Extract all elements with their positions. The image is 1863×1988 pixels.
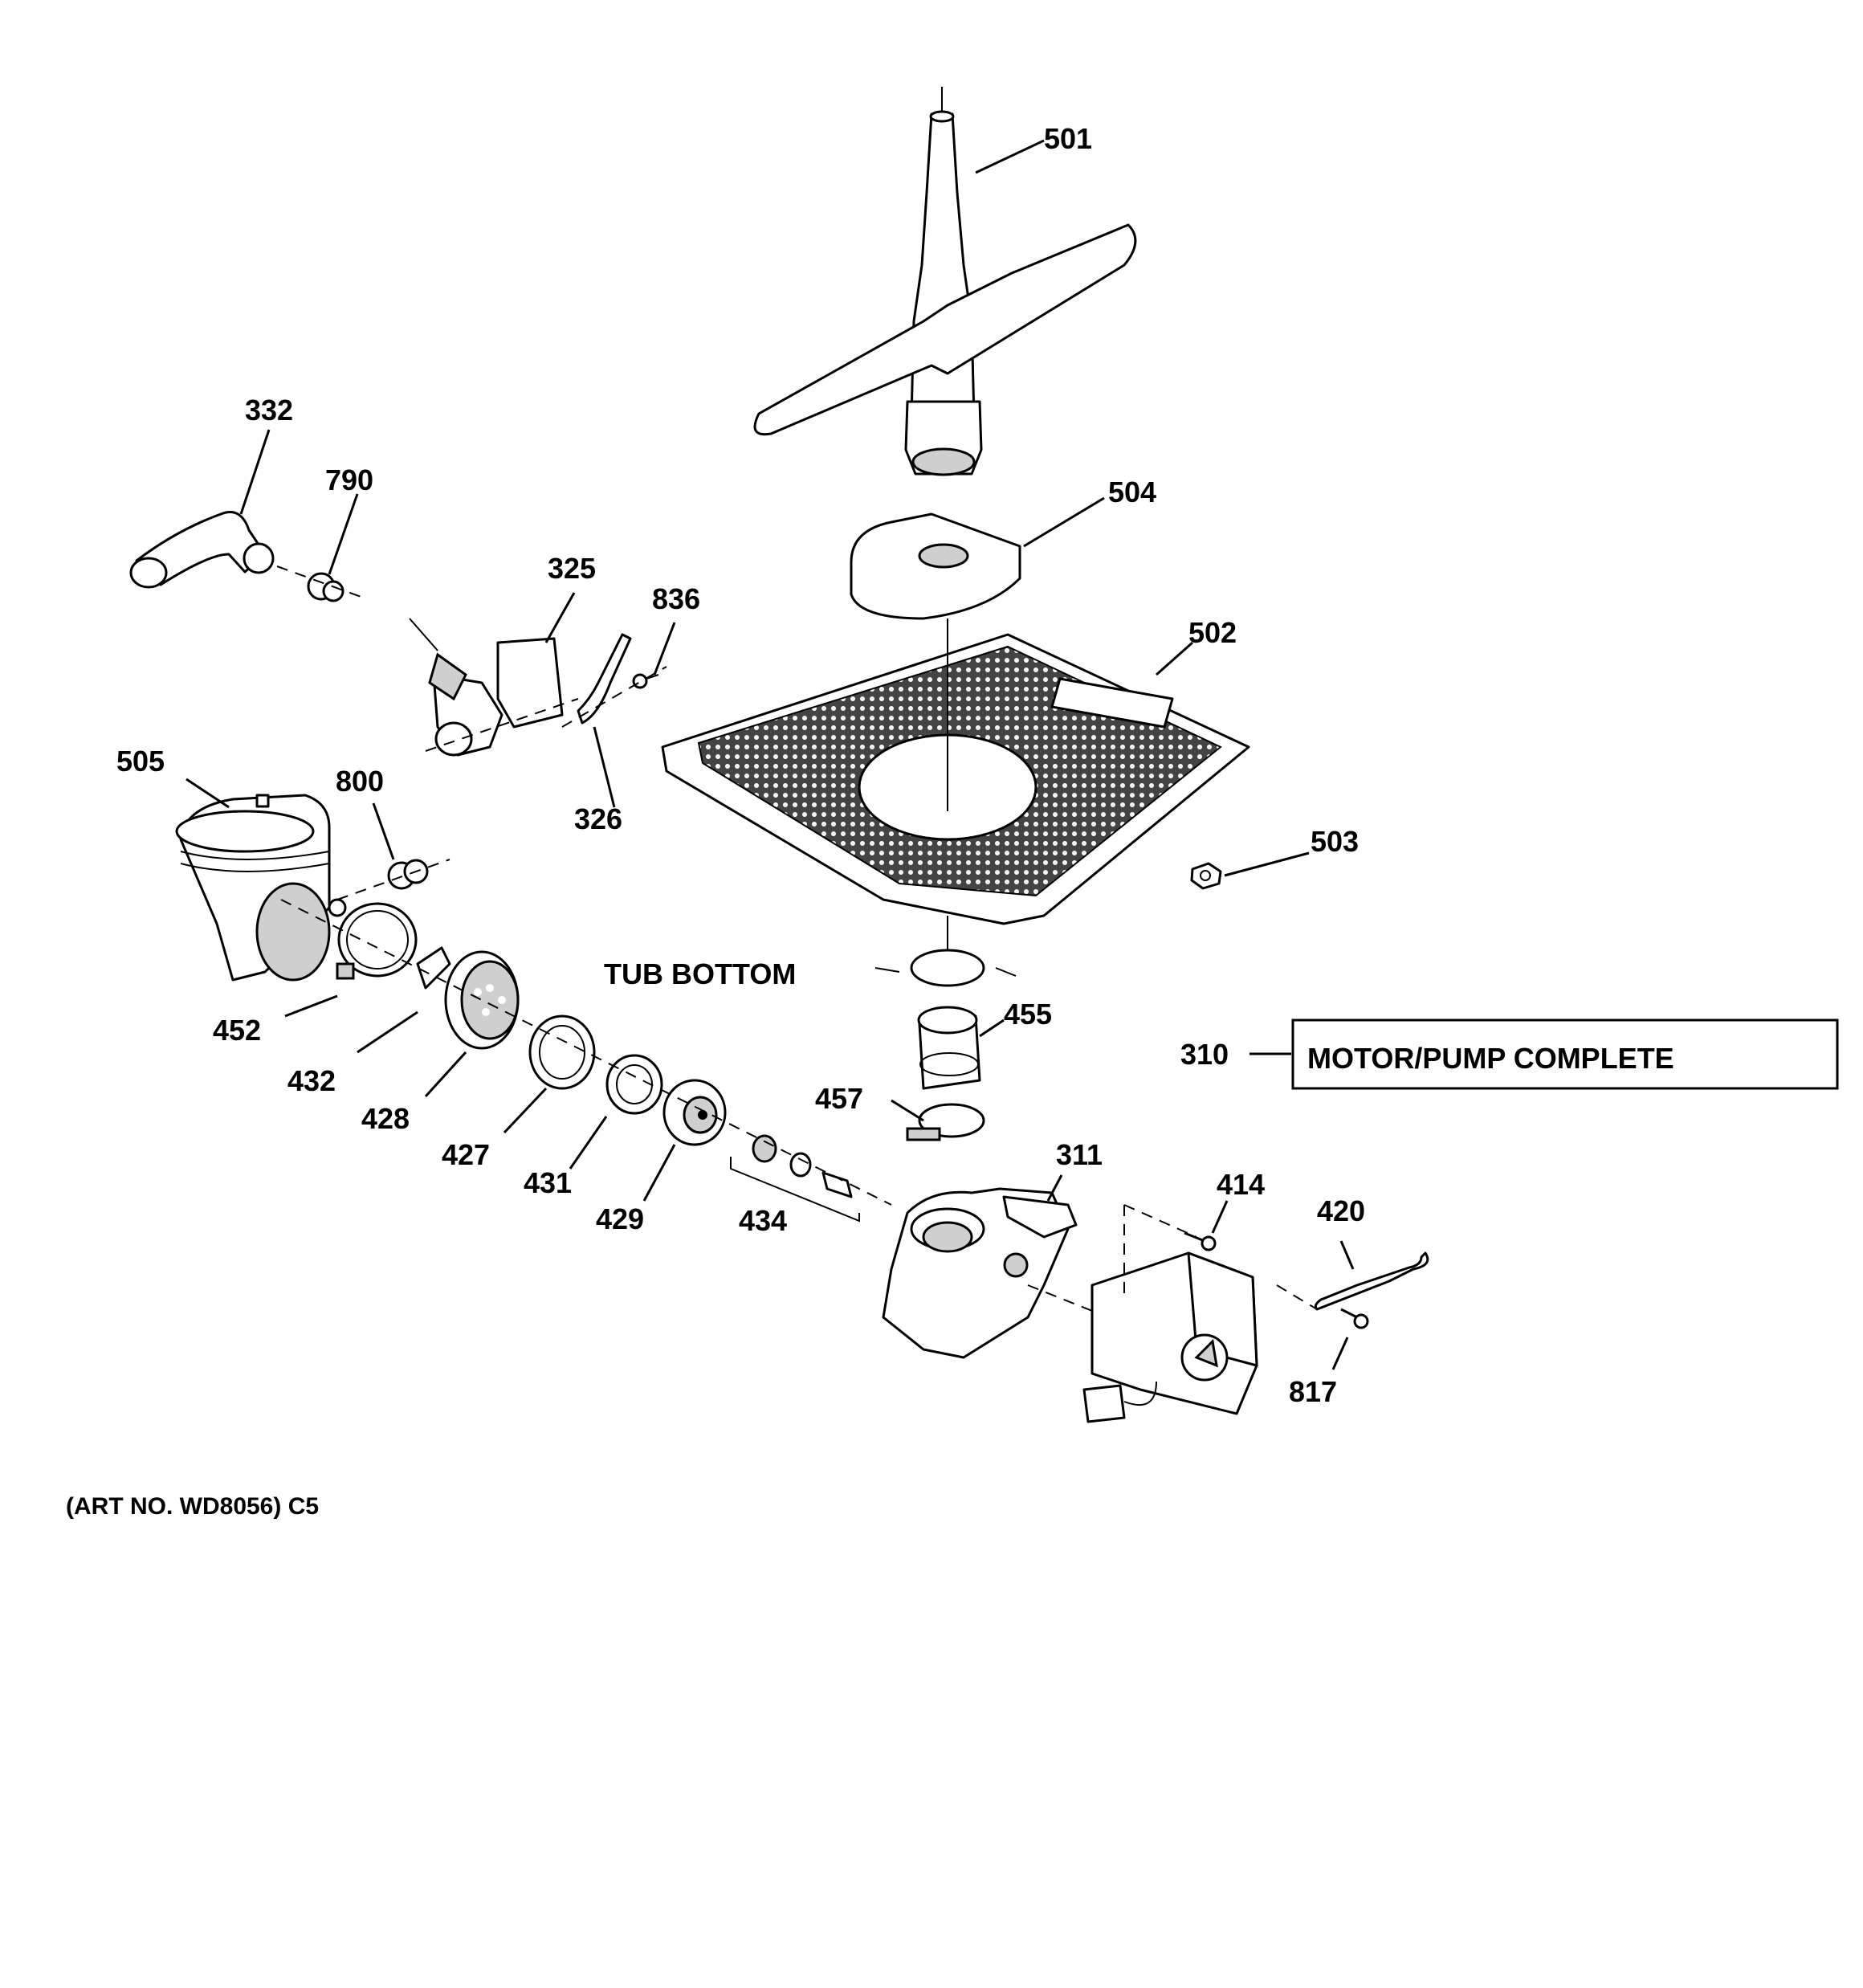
label-434: 434 bbox=[739, 1204, 787, 1237]
sump-505 bbox=[175, 794, 347, 982]
impeller-429 bbox=[662, 1079, 727, 1146]
art-number: (ART NO. WD8056) C5 bbox=[66, 1493, 319, 1520]
screw-817 bbox=[1340, 1308, 1369, 1329]
hose-332 bbox=[129, 511, 275, 589]
spray-arm-501 bbox=[753, 87, 1137, 476]
fittings-434 bbox=[730, 1134, 860, 1223]
bracket-dash-line bbox=[1276, 1284, 1318, 1310]
pump-axis-dash-line bbox=[280, 899, 892, 1206]
ring-427 bbox=[528, 1014, 596, 1090]
label-817: 817 bbox=[1289, 1375, 1337, 1408]
clamp-790 bbox=[307, 572, 344, 602]
label-502: 502 bbox=[1188, 616, 1237, 649]
label-790: 790 bbox=[325, 463, 373, 496]
label-800: 800 bbox=[336, 765, 384, 798]
strainer-428 bbox=[444, 950, 520, 1050]
label-836: 836 bbox=[652, 582, 700, 615]
label-427: 427 bbox=[442, 1138, 490, 1171]
motor bbox=[1082, 1251, 1258, 1423]
nut-503 bbox=[1190, 862, 1222, 890]
label-457: 457 bbox=[815, 1082, 863, 1115]
hose-dash-line bbox=[276, 565, 366, 599]
label-503: 503 bbox=[1311, 825, 1359, 858]
label-432: 432 bbox=[287, 1064, 336, 1097]
pump-housing-311 bbox=[882, 1187, 1078, 1359]
label-455: 455 bbox=[1004, 998, 1052, 1031]
bracket-420 bbox=[1314, 1251, 1429, 1311]
screw-414 bbox=[1184, 1231, 1217, 1251]
screw-dash-line bbox=[561, 666, 667, 728]
o-ring bbox=[874, 949, 1017, 987]
sump-dash-line bbox=[336, 859, 450, 900]
grommet-455 bbox=[917, 1006, 981, 1090]
valve-dash-line bbox=[425, 698, 579, 752]
label-452: 452 bbox=[213, 1014, 261, 1047]
label-505: 505 bbox=[116, 745, 165, 778]
screw-414-dash-line bbox=[1123, 1204, 1197, 1238]
label-501: 501 bbox=[1044, 122, 1092, 155]
label-311: 311 bbox=[1056, 1138, 1103, 1171]
leader-lines bbox=[185, 139, 1355, 1370]
clamp-ring-452 bbox=[336, 902, 418, 980]
valve-325 bbox=[409, 618, 564, 757]
cover-hole bbox=[918, 543, 969, 569]
screw-836 bbox=[632, 673, 659, 689]
motor-dash-line bbox=[1027, 1284, 1109, 1318]
filter-screen-502 bbox=[661, 633, 1250, 925]
label-429: 429 bbox=[596, 1202, 644, 1235]
clamp-800 bbox=[387, 859, 429, 890]
label-431: 431 bbox=[524, 1166, 572, 1199]
seal-432 bbox=[416, 946, 451, 990]
motor-pump-complete-label: MOTOR/PUMP COMPLETE bbox=[1307, 1042, 1674, 1075]
label-310: 310 bbox=[1180, 1038, 1229, 1071]
label-325: 325 bbox=[548, 552, 596, 585]
label-420: 420 bbox=[1317, 1194, 1365, 1227]
gasket-431 bbox=[605, 1054, 663, 1115]
label-428: 428 bbox=[361, 1102, 410, 1135]
clip-326 bbox=[577, 633, 632, 725]
motor-pump-box bbox=[1291, 1018, 1839, 1090]
label-332: 332 bbox=[245, 394, 293, 427]
label-326: 326 bbox=[574, 802, 622, 835]
label-504: 504 bbox=[1108, 476, 1156, 508]
tub-bottom-label: TUB BOTTOM bbox=[604, 957, 796, 990]
label-414: 414 bbox=[1217, 1168, 1265, 1201]
clamp-457 bbox=[906, 1103, 985, 1141]
